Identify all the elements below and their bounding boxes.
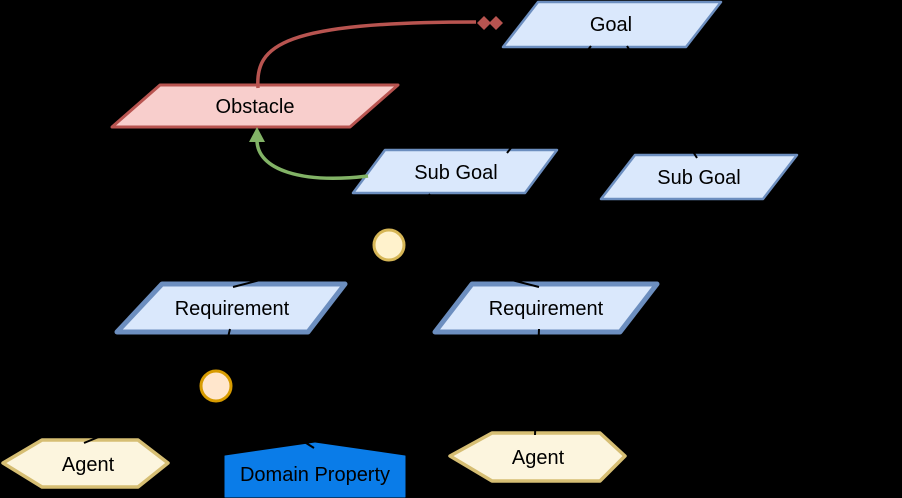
obstruction-curve[interactable] [256,20,477,89]
obstruction-edge[interactable] [256,16,503,89]
edge-goal-subgoal-right[interactable] [626,45,698,159]
requirement-left-shape[interactable] [114,281,348,335]
goal-node[interactable]: Goal [501,0,723,49]
edge-gate-requirement-right[interactable] [400,251,540,288]
agent-left-node[interactable]: Agent [1,438,170,489]
domain-property-label: Domain Property [240,464,390,486]
subgoal-right-label: Sub Goal [657,167,740,189]
agent-left-label: Agent [62,454,115,476]
edge-requirement-agent-right[interactable] [534,328,540,436]
agent-left-shape[interactable] [1,438,170,489]
obstacle-label: Obstacle [216,96,295,118]
requirement-left-node[interactable]: Requirement [114,281,348,335]
goal-shape[interactable] [501,0,723,49]
edge-subgoal-gate[interactable] [395,193,431,238]
obstacle-shape[interactable] [110,83,400,129]
subgoal-mid-label: Sub Goal [414,162,497,184]
subgoal-right-node[interactable]: Sub Goal [599,153,799,201]
domain-property-node[interactable]: Domain Property [224,442,406,498]
agent-right-shape[interactable] [448,431,627,483]
obstruction-diamond-arrowhead-2 [489,16,503,30]
requirement-left-label: Requirement [175,298,290,320]
agent-right-node[interactable]: Agent [448,431,627,483]
agent-right-label: Agent [512,447,565,469]
edge-goal-subgoal-mid[interactable] [506,45,592,154]
subgoal-mid-shape[interactable] [351,148,559,195]
resolution-edge[interactable] [249,127,369,180]
edge-gate-domain-property[interactable] [229,394,315,449]
obstruction-diamond-arrowhead-1 [477,16,491,30]
subgoal-right-shape[interactable] [599,153,799,201]
resolution-triangle-arrowhead [249,127,265,142]
and-gate-upper-circle[interactable] [372,228,406,262]
requirement-right-label: Requirement [489,298,604,320]
domain-property-shape[interactable] [224,442,406,498]
edge-requirement-gate-lower[interactable] [218,328,231,376]
edge-gate-requirement-left[interactable] [232,249,378,288]
goal-label: Goal [590,14,632,36]
refinement-edges [83,45,698,449]
resolution-curve[interactable] [255,139,369,180]
edge-gate-agent-left[interactable] [83,393,204,444]
and-gate-lower-circle[interactable] [199,369,233,403]
requirement-right-node[interactable]: Requirement [432,281,660,335]
subgoal-mid-node[interactable]: Sub Goal [351,148,559,195]
requirement-right-shape[interactable] [432,281,660,335]
obstacle-node[interactable]: Obstacle [110,83,400,129]
